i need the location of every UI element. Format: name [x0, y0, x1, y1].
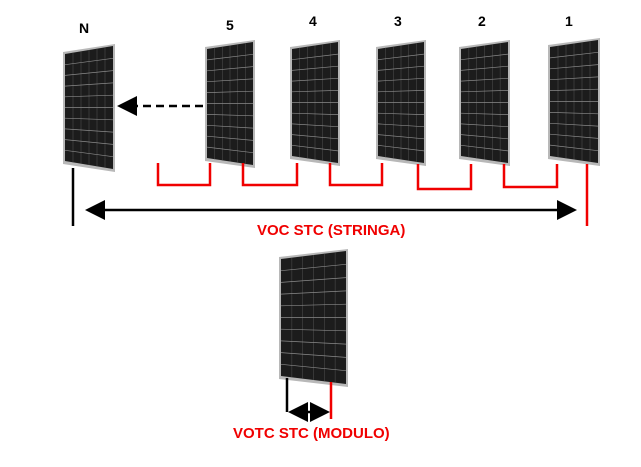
solar-panel-5-grid-row [206, 124, 254, 129]
solar-panel-1-grid-row [549, 122, 599, 127]
solar-panel-n-grid-row [64, 128, 114, 133]
red-jumper-wire [328, 163, 384, 187]
solar-panel-3-grid-row [377, 144, 425, 152]
solar-panel-1-grid-row [549, 112, 599, 115]
string-voc-label: VOC STC (STRINGA) [257, 222, 406, 239]
solar-panel-n-grid-row [64, 70, 114, 76]
solar-panel-4-grid-row [291, 77, 339, 82]
solar-panel-1-grid-row [549, 76, 599, 81]
solar-panel-4-grid-row [291, 134, 339, 140]
solar-panel-2-grid-row [460, 53, 509, 61]
red-jumper-wire [156, 163, 212, 187]
solar-panel-n-grid-row [64, 149, 114, 158]
solar-panel-3-grid-row [377, 134, 425, 140]
solar-panel-3-grid-row [377, 112, 425, 115]
solar-panel-2-grid-row [460, 144, 509, 152]
solar-panel-5-grid-row [206, 90, 254, 93]
solar-panel-5-grid-row [206, 53, 254, 61]
solar-panel-4-grid-row [291, 144, 339, 152]
solar-panel-n-grid-row [64, 94, 114, 98]
panel-label-2: 2 [478, 13, 486, 29]
solar-panel-3-grid-row [377, 123, 425, 128]
solar-panel-3-grid-row [377, 65, 425, 71]
solar-panel-module-grid-row [280, 303, 347, 307]
panel-label-n: N [79, 20, 90, 36]
solar-panel-4-grid-row [291, 53, 339, 61]
panel-label-5: 5 [226, 17, 234, 33]
solar-panel-1-grid-row [549, 51, 599, 59]
solar-panel-n-grid-row [64, 57, 114, 66]
panel-label-1: 1 [565, 13, 573, 29]
solar-panel-n-grid-row [64, 82, 114, 87]
red-jumper-wire [502, 164, 559, 189]
solar-panel-module-grid-row [280, 328, 347, 332]
solar-panel-4-grid-row [291, 123, 339, 128]
solar-panel-n-grid-row [64, 117, 114, 121]
solar-panel-5-grid-row [206, 78, 254, 83]
solar-panel-2-grid-row [460, 65, 509, 71]
solar-panel-module-grid-row [280, 263, 347, 272]
red-jumper-wire [241, 163, 299, 187]
solar-panel-module-grid-row [280, 340, 347, 345]
solar-panel-module-grid-row [280, 352, 347, 358]
panel-label-3: 3 [394, 13, 402, 29]
module-voc-label: VOTC STC (MODULO) [233, 425, 390, 442]
solar-panel-5-grid-row [206, 114, 254, 117]
solar-panel-5-grid-row [206, 66, 254, 72]
solar-panel-3-grid-row [377, 77, 425, 82]
solar-panel-n-grid-row [64, 139, 114, 145]
solar-panel-1-grid-row [549, 64, 599, 70]
solar-panel-1-grid-row [549, 144, 599, 152]
solar-panel-4-grid-row [291, 112, 339, 115]
solar-panel-2-grid-row [460, 77, 509, 82]
solar-panel-4-grid-row [291, 65, 339, 71]
solar-panel-3-grid-row [377, 90, 425, 93]
solar-panel-module-grid-row [280, 290, 347, 295]
solar-panel-3-grid-row [377, 53, 425, 61]
solar-panel-2-grid-row [460, 123, 509, 128]
solar-panel-5-grid-row [206, 146, 254, 154]
solar-panel-2-grid-row [460, 112, 509, 115]
solar-panel-module-grid-row [280, 277, 347, 283]
red-jumper-wire [416, 164, 473, 191]
panel-label-4: 4 [309, 13, 317, 29]
solar-panel-2-grid-row [460, 134, 509, 140]
solar-panel-1-grid-row [549, 133, 599, 139]
solar-panel-5-grid-row [206, 135, 254, 141]
solar-panel-2-grid-row [460, 90, 509, 93]
solar-panel-module-grid-row [280, 363, 347, 372]
solar-panel-4-grid-row [291, 90, 339, 93]
solar-panel-1-grid-row [549, 88, 599, 91]
